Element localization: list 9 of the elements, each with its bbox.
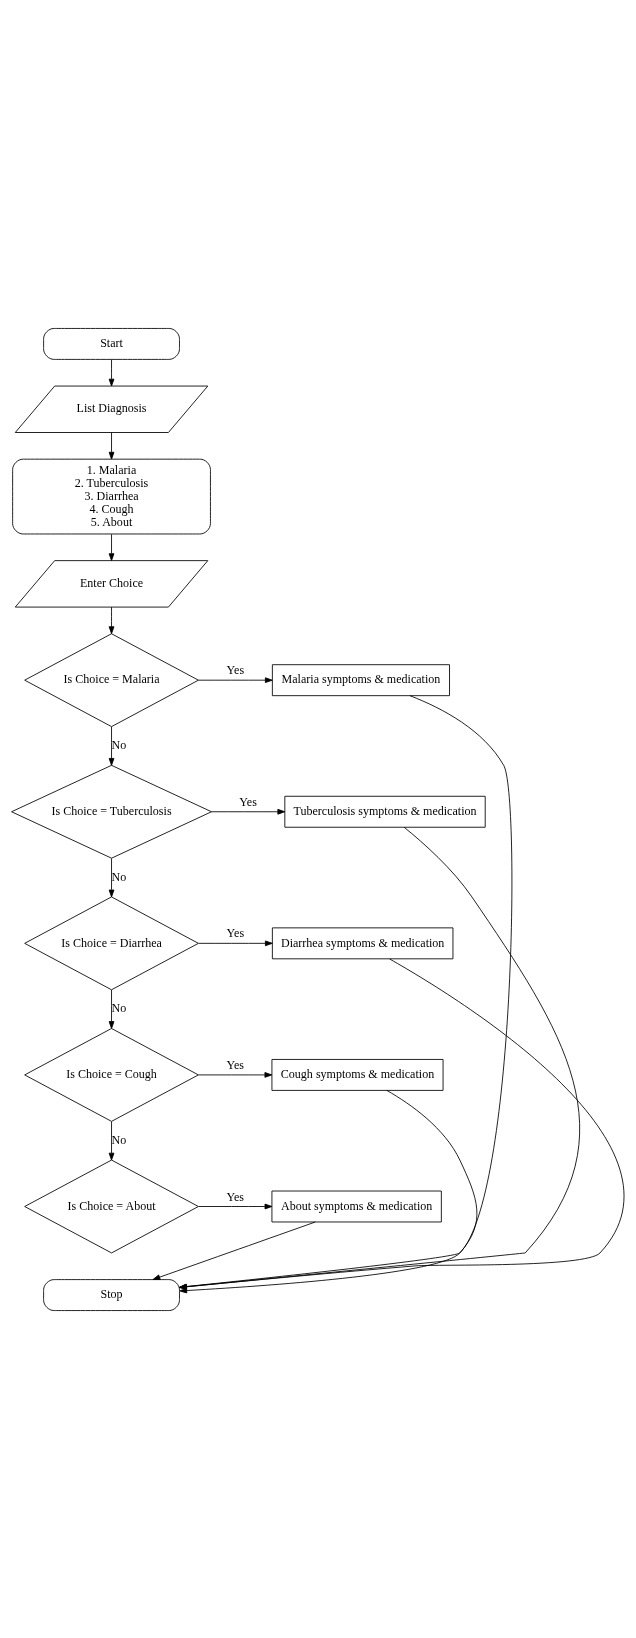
edge-label: Yes (226, 1189, 244, 1204)
edge-label: Yes (226, 1057, 244, 1072)
edge-label: Yes (226, 925, 245, 940)
edge-label: No (111, 1132, 127, 1147)
edge-label: Yes (239, 794, 257, 809)
edge-label: No (111, 869, 127, 884)
edge-label: No (111, 737, 127, 752)
edge-label: Yes (226, 662, 245, 677)
edge-label: No (111, 1000, 127, 1015)
